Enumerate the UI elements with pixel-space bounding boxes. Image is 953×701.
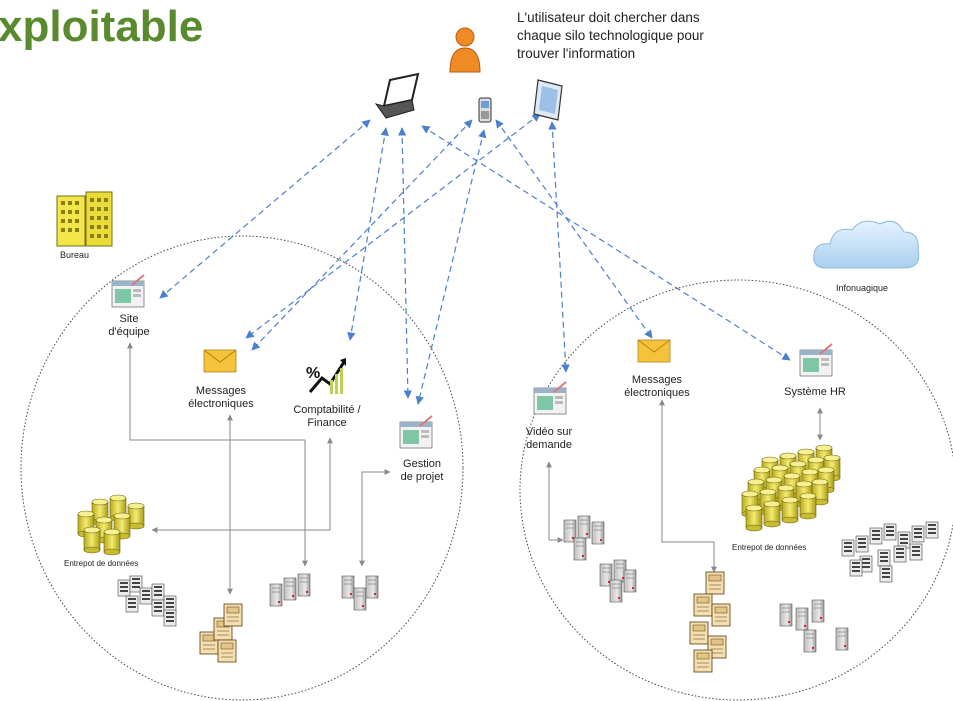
right-datastore-label: Entrepot de données (732, 543, 807, 552)
right-data-links (546, 399, 823, 573)
left-silo-circle (20, 235, 464, 701)
right-email-label: Messages électroniques (620, 374, 694, 400)
hr-system-label: Système HR (784, 386, 846, 398)
user-note-line-2: chaque silo technologique pour (517, 28, 704, 43)
team-site-label-line-1: Site (119, 313, 139, 325)
finance-label-line-2: Finance (307, 417, 347, 429)
left-datastore-icon (77, 494, 145, 556)
cloud-icon (813, 220, 920, 269)
project-management-label-line-2: de projet (400, 471, 444, 483)
user-note-line-3: trouver l'information (517, 46, 636, 61)
left-data-links (127, 342, 391, 595)
user-note-line-1: L'utilisateur doit chercher dans (517, 10, 700, 25)
phone-icon (478, 97, 492, 123)
project-management-label-line-1: Gestion (403, 458, 441, 470)
left-email-label-line-1: Messages (195, 385, 247, 397)
right-datastore-icon (741, 444, 841, 532)
left-box-stack-icon (199, 603, 243, 663)
left-server-group-1 (269, 573, 311, 607)
user-icon (449, 27, 481, 73)
left-email-label: Messages électroniques (184, 385, 258, 411)
video-on-demand-label-line-1: Vidéo sur (525, 426, 573, 438)
cloud-label: Infonuagique (836, 283, 889, 293)
svg-text:%: % (306, 365, 320, 382)
video-on-demand-icon (533, 381, 567, 415)
left-datastore-label: Entrepot de données (64, 559, 139, 568)
team-site-label-line-2: d'équipe (108, 326, 150, 338)
right-box-stack-icon (689, 571, 731, 673)
office-building-label: Bureau (60, 250, 90, 260)
office-building-icon (56, 191, 113, 247)
right-email-icon (637, 339, 671, 363)
left-rack-cluster-icon (117, 575, 177, 627)
finance-label-line-1: Comptabilité / (293, 404, 361, 416)
right-silo-circle (519, 279, 953, 701)
team-site-icon (111, 274, 145, 308)
right-rack-cluster-icon (841, 521, 939, 583)
finance-icon: % (306, 358, 346, 394)
hr-system-icon (799, 343, 833, 377)
user-access-links (159, 113, 791, 405)
right-email-label-line-1: Messages (631, 374, 683, 386)
project-management-label: Gestion de projet (392, 458, 452, 484)
left-email-label-line-2: électroniques (188, 398, 254, 410)
right-server-group-2 (779, 599, 849, 653)
right-email-label-line-2: électroniques (624, 387, 690, 399)
user-note: L'utilisateur doit chercher dans chaque … (517, 9, 747, 63)
finance-label: Comptabilité / Finance (288, 404, 366, 430)
project-management-icon (399, 415, 433, 449)
team-site-label: Site d'équipe (104, 313, 154, 339)
video-on-demand-label: Vidéo sur demande (522, 426, 576, 452)
left-server-group-2 (341, 575, 379, 611)
laptop-icon (374, 72, 420, 119)
page-title: xploitable (0, 2, 204, 51)
left-email-icon (203, 349, 237, 373)
tablet-icon (533, 79, 563, 121)
right-server-group-1 (563, 515, 637, 603)
video-on-demand-label-line-2: demande (526, 439, 572, 451)
